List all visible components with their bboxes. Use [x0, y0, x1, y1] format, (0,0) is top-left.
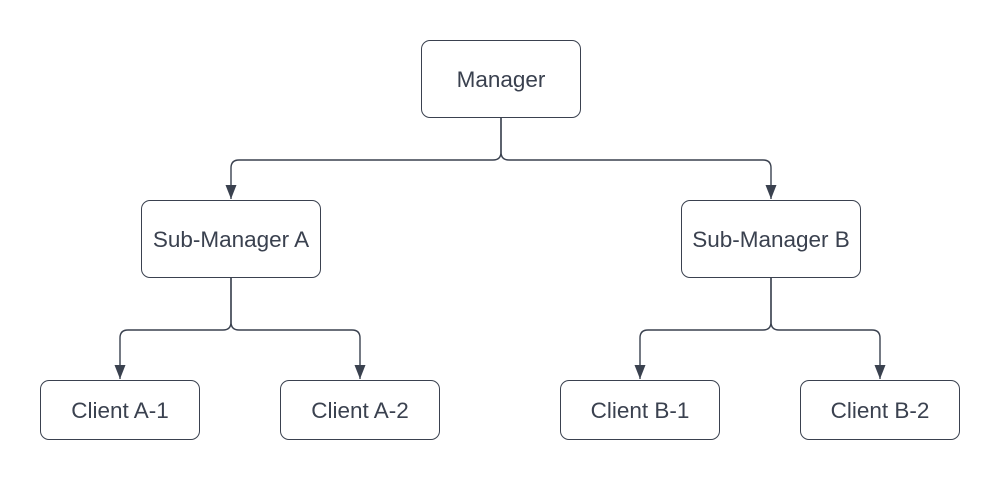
- node-label: Client A-2: [311, 397, 409, 423]
- edge-sub-manager-b-to-client-b-1: [634, 278, 772, 379]
- node-client-a-2[interactable]: Client A-2: [280, 380, 440, 440]
- edge-sub-manager-b-to-client-b-2: [770, 278, 886, 379]
- node-client-a-1[interactable]: Client A-1: [40, 380, 200, 440]
- node-client-b-1[interactable]: Client B-1: [560, 380, 720, 440]
- node-client-b-2[interactable]: Client B-2: [800, 380, 960, 440]
- node-manager[interactable]: Manager: [421, 40, 581, 118]
- node-sub-manager-a[interactable]: Sub-Manager A: [141, 200, 321, 278]
- edge-sub-manager-a-to-client-a-1: [114, 278, 232, 379]
- node-label: Manager: [456, 66, 546, 92]
- edge-manager-to-sub-manager-a: [225, 118, 502, 199]
- edge-manager-to-sub-manager-b: [500, 118, 777, 199]
- node-label: Client B-2: [830, 397, 930, 423]
- node-label: Sub-Manager A: [152, 226, 310, 252]
- node-label: Client A-1: [71, 397, 169, 423]
- node-label: Client B-1: [590, 397, 690, 423]
- node-sub-manager-b[interactable]: Sub-Manager B: [681, 200, 861, 278]
- node-label: Sub-Manager B: [692, 226, 850, 252]
- edge-sub-manager-a-to-client-a-2: [230, 278, 366, 379]
